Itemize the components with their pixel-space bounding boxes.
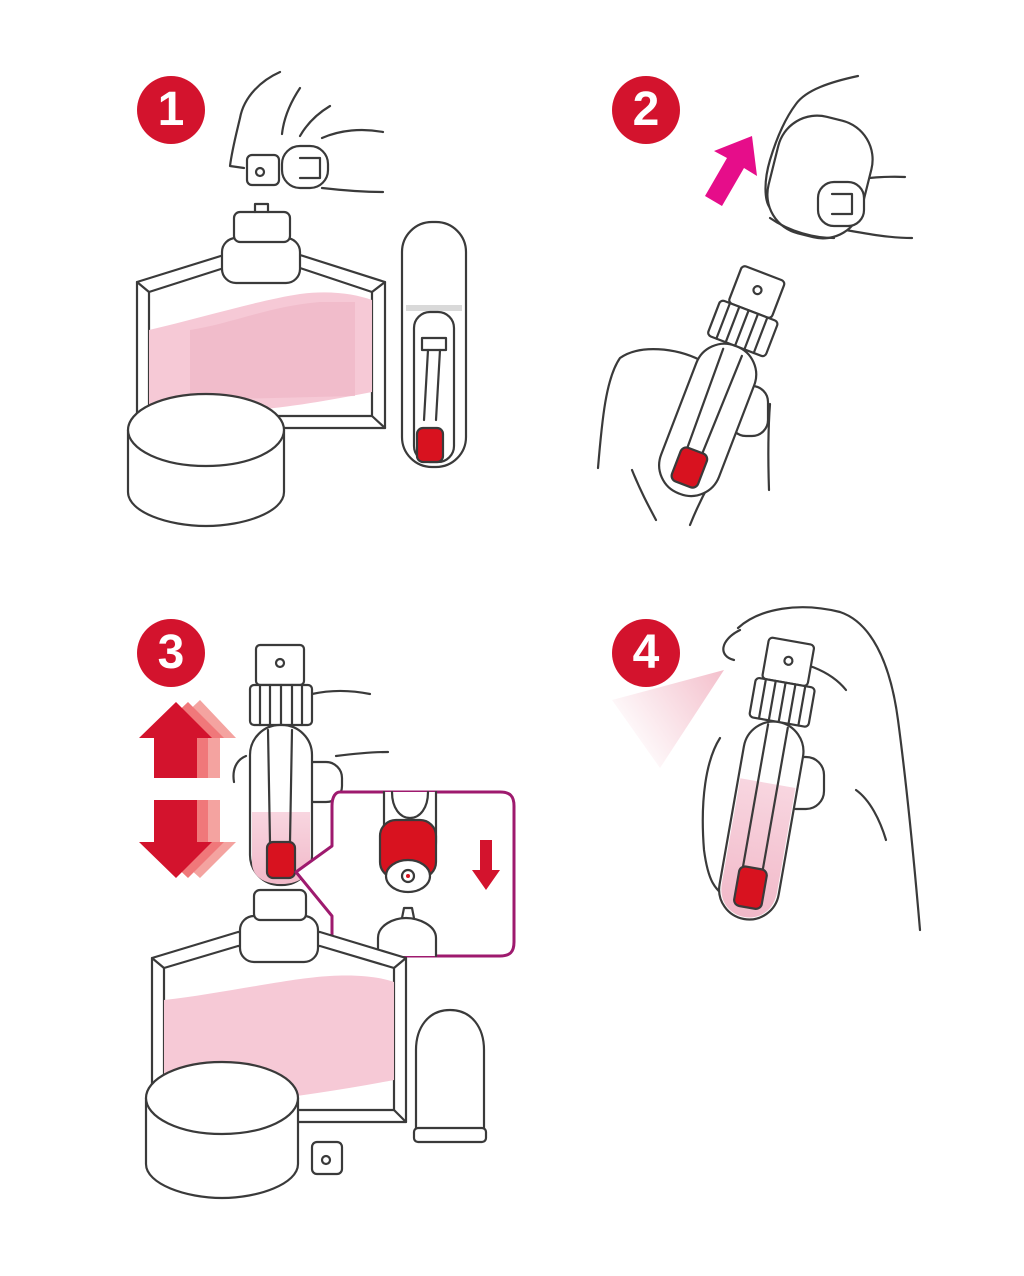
refill-atomizer-icon bbox=[658, 265, 786, 498]
nozzle-cap-icon bbox=[310, 1140, 344, 1176]
refill-atomizer-icon bbox=[248, 643, 314, 887]
step-1-badge: 1 bbox=[137, 76, 205, 144]
atomizer-cap-icon bbox=[412, 1008, 488, 1144]
step-2-illustration bbox=[596, 74, 914, 527]
zoom-callout bbox=[294, 790, 516, 958]
step-4-badge: 4 bbox=[612, 619, 680, 687]
refill-atomizer-icon bbox=[400, 220, 468, 469]
nozzle-cap-icon bbox=[245, 153, 281, 187]
step-4-illustration bbox=[612, 606, 922, 932]
refill-atomizer-icon bbox=[718, 636, 816, 921]
step-2-badge: 2 bbox=[612, 76, 680, 144]
step-3-badge: 3 bbox=[137, 619, 205, 687]
step-3-illustration bbox=[139, 643, 516, 1200]
bottle-cap-icon bbox=[144, 1060, 300, 1200]
hand-icon bbox=[228, 70, 385, 194]
pink-arrow-icon bbox=[705, 136, 757, 206]
spray-mist-icon bbox=[612, 670, 724, 768]
step-1-illustration bbox=[126, 70, 468, 528]
hand-icon bbox=[764, 74, 914, 240]
bottle-cap-icon bbox=[126, 392, 286, 528]
perfume-bottle-icon bbox=[135, 202, 387, 430]
pump-arrow-icon bbox=[139, 700, 236, 878]
